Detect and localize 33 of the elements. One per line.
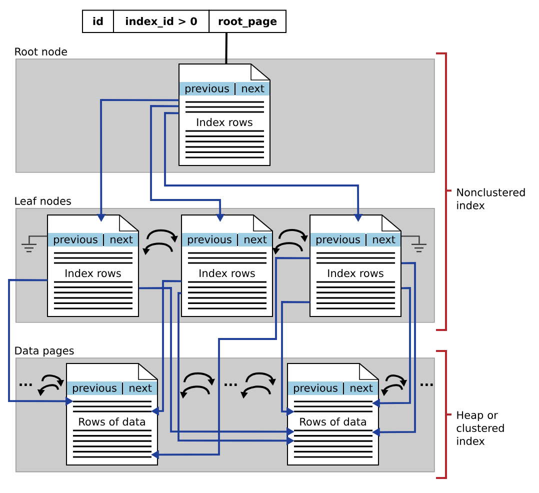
header-cell: previous [182, 233, 237, 246]
bracket-label: Nonclustered index [457, 188, 525, 210]
header-cell: next [238, 233, 272, 246]
page-caption: Index rows [328, 269, 384, 278]
page-caption: Index rows [66, 269, 121, 278]
header-cell: previous [67, 382, 122, 395]
bracket-label: Heap or clustered index [456, 411, 504, 445]
header-cell: next [123, 382, 157, 395]
ground-symbol [22, 244, 36, 252]
section-heading: Data pages [15, 346, 74, 357]
header-cell: next [344, 382, 378, 395]
header-cell: next [104, 233, 138, 246]
header-cell: previous [288, 382, 343, 395]
ellipsis: ... [20, 384, 32, 386]
table-cell: id [82, 10, 114, 33]
page-caption: Rows of data [300, 418, 366, 426]
connector-line [28, 236, 48, 244]
section-heading: Leaf nodes [15, 196, 71, 205]
table-cell: root_page [208, 10, 286, 33]
header-cell: previous [310, 233, 366, 246]
connector-line [401, 236, 420, 244]
page-caption: Index rows [200, 269, 255, 278]
page-caption: Rows of data [79, 418, 145, 426]
header-cell: next [236, 82, 270, 96]
header-cell: next [366, 233, 400, 246]
ground-symbol [412, 244, 426, 252]
connector-line [225, 32, 228, 64]
ellipsis: ... [224, 384, 237, 386]
ellipsis: ... [420, 384, 433, 386]
header-cell: previous [180, 82, 234, 96]
section-heading: Root node [15, 47, 67, 56]
header-cell: previous [48, 233, 103, 246]
page-caption: Index rows [197, 118, 252, 126]
